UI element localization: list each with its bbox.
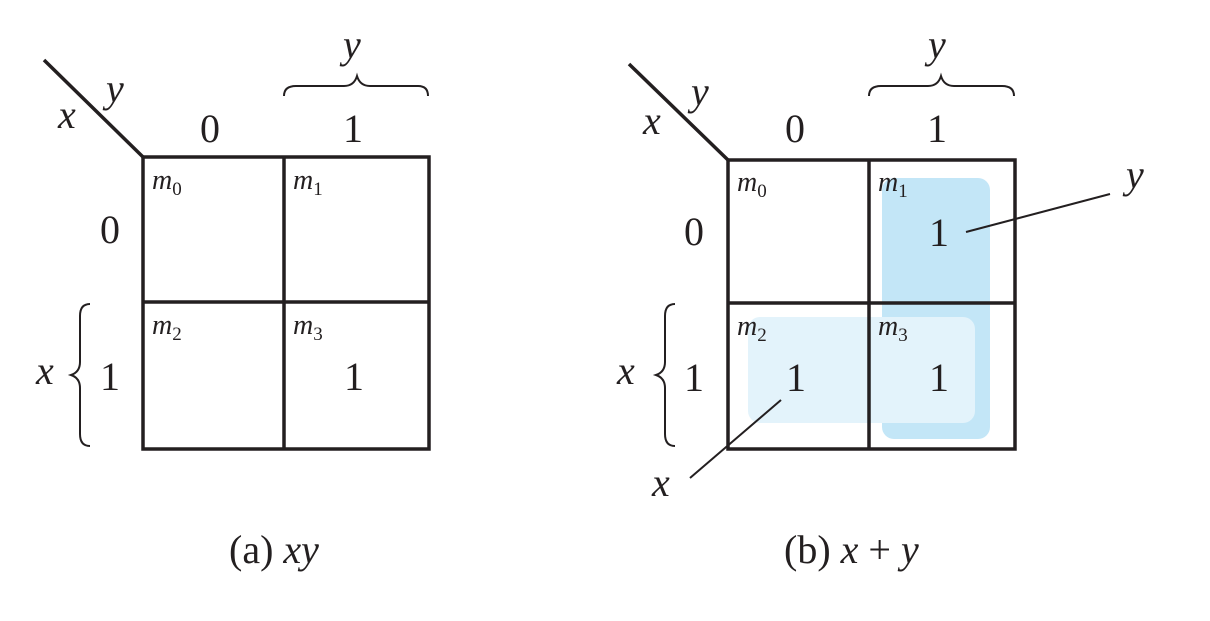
col-brace [283, 72, 429, 97]
corner-row-var: x [57, 92, 76, 137]
corner-row-var: x [642, 98, 661, 143]
minterm-label-m1: m1 [878, 167, 908, 202]
col-header-0: 0 [785, 106, 805, 151]
cell-value-m3: 1 [929, 355, 949, 400]
minterm-label-m0: m0 [152, 165, 182, 200]
caption-b: (b) x + y [784, 527, 919, 572]
col-header-1: 1 [927, 106, 947, 151]
row-header-0: 0 [100, 207, 120, 252]
minterm-label-m2: m2 [152, 310, 182, 345]
col-brace-label: y [339, 22, 361, 67]
row-header-1: 1 [100, 354, 120, 399]
row-brace [652, 303, 676, 447]
row-brace [67, 303, 91, 447]
kmap-b: x y y 0 1 0 1 x m0 m1 m2 m3 1 1 1 y x (b… [616, 22, 1144, 572]
row-brace-label: x [35, 348, 54, 393]
minterm-label-m0: m0 [737, 167, 767, 202]
group-y-label: y [1122, 152, 1144, 197]
minterm-label-m3: m3 [293, 310, 323, 345]
corner-col-var: y [687, 69, 709, 114]
cell-value-m3: 1 [344, 354, 364, 399]
cell-value-m2: 1 [786, 355, 806, 400]
minterm-label-m3: m3 [878, 311, 908, 346]
col-header-1: 1 [343, 106, 363, 151]
kmap-a: x y y 0 1 0 1 x m0 m1 m2 m3 1 (a) xy [35, 22, 431, 572]
corner-col-var: y [102, 66, 124, 111]
group-x-highlight [748, 317, 975, 423]
caption-a: (a) xy [229, 527, 319, 572]
col-brace [868, 72, 1015, 97]
group-x-leader [689, 399, 782, 479]
col-header-0: 0 [200, 106, 220, 151]
corner-diagonal [627, 62, 730, 162]
group-y-leader [965, 193, 1111, 233]
col-brace-label: y [924, 22, 946, 67]
row-header-0: 0 [684, 209, 704, 254]
cell-value-m1: 1 [929, 210, 949, 255]
row-header-1: 1 [684, 355, 704, 400]
corner-diagonal [42, 58, 145, 159]
row-brace-label: x [616, 348, 635, 393]
minterm-label-m2: m2 [737, 311, 767, 346]
minterm-label-m1: m1 [293, 165, 323, 200]
group-x-label: x [651, 460, 670, 505]
